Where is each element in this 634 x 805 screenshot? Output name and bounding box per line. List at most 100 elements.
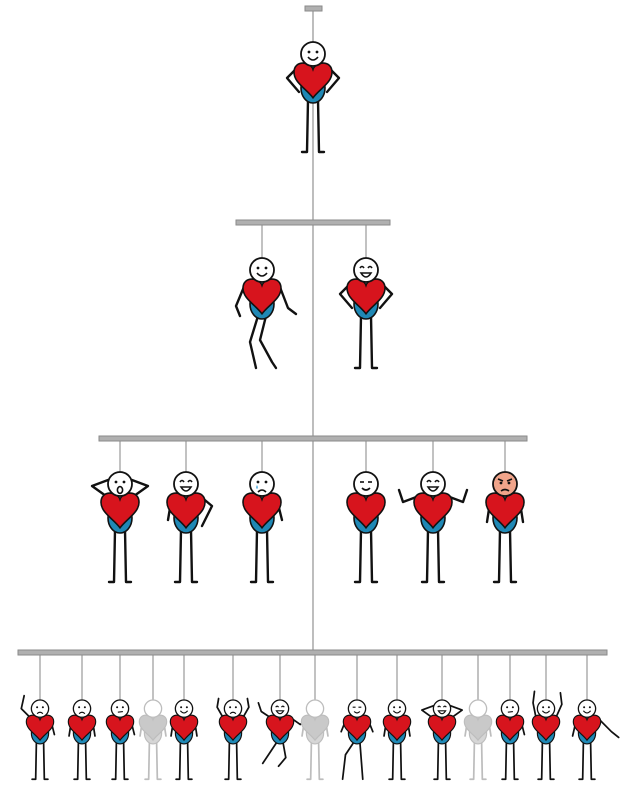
head [500,699,520,718]
arms [397,488,469,504]
legs [388,740,406,781]
legs [144,740,162,781]
heart-icon [25,714,55,742]
legs [306,740,324,781]
legs [420,528,446,584]
head [30,699,50,718]
figure-l4-o [571,699,620,781]
bar-level-2 [235,219,391,226]
heart-icon [100,492,140,530]
head [353,471,379,497]
figure-l3-d [346,471,386,584]
legs [224,740,242,781]
figure-l4-a [20,694,56,781]
connector-lines [39,10,588,700]
heart-icon [67,714,97,742]
heart-icon [427,714,457,742]
head [110,699,130,718]
legs [341,740,364,781]
legs [300,98,326,154]
heart-icon [572,714,602,742]
figure-l4-l [463,699,493,781]
figure-l4-d [138,699,168,781]
legs [578,740,596,781]
heart-icon [495,714,525,742]
legs [501,740,519,781]
figure-l3-a [90,471,150,584]
bar-level-3 [98,435,528,442]
legs [353,528,379,584]
head [143,699,163,718]
heart-icon [531,714,561,742]
head [107,471,133,497]
arms [532,690,563,719]
legs [469,740,487,781]
head [270,699,290,718]
legs [73,740,91,781]
heart-icon [265,714,295,742]
head [174,699,194,718]
figure-l3-f [485,471,525,584]
heart-icon [169,714,199,742]
heart-icon [105,714,135,742]
figure-l4-c [105,699,136,781]
heart-icon [166,492,206,530]
arms [90,478,150,498]
head [420,471,446,497]
legs [492,528,518,584]
heart-icon [293,62,333,100]
legs [111,740,129,781]
figure-l4-m [495,699,526,781]
figure-l2-b [338,257,394,370]
head [249,471,275,497]
legs [175,740,193,781]
head [173,471,199,497]
top-hanger [304,5,323,12]
head [223,699,243,718]
heart-icon [413,492,453,530]
legs [31,740,49,781]
heart-icon [463,714,493,742]
head [249,257,275,283]
head [300,41,326,67]
arms [420,704,464,719]
heart-icon [346,278,386,316]
head [347,699,367,718]
head [468,699,488,718]
figure-l4-g [257,699,309,768]
heart-icon [300,714,330,742]
head [353,257,379,283]
head [577,699,597,718]
heart-icon [242,278,282,316]
legs [248,314,278,370]
figure-l4-h [300,699,330,781]
heart-icon [485,492,525,530]
figure-l4-j [382,699,412,781]
heart-icon [242,492,282,530]
legs [249,528,275,584]
figure-l4-f [216,697,250,781]
head [492,471,518,497]
legs [537,740,555,781]
legs [173,528,199,584]
figure-l3-c [242,471,284,584]
head [387,699,407,718]
heart-icon [218,714,248,742]
head [536,699,556,718]
figures [20,41,620,781]
arms [216,697,250,719]
figure-l4-e [169,699,199,781]
head [432,699,452,718]
hanging-bars [17,5,608,656]
head [305,699,325,718]
figure-root [285,41,341,154]
figure-l2-a [234,257,298,370]
figure-l4-n [531,690,563,781]
figure-l4-b [67,699,97,781]
figure-l3-b [166,471,214,584]
figure-l4-k [420,699,464,781]
legs [433,740,451,781]
head [72,699,92,718]
